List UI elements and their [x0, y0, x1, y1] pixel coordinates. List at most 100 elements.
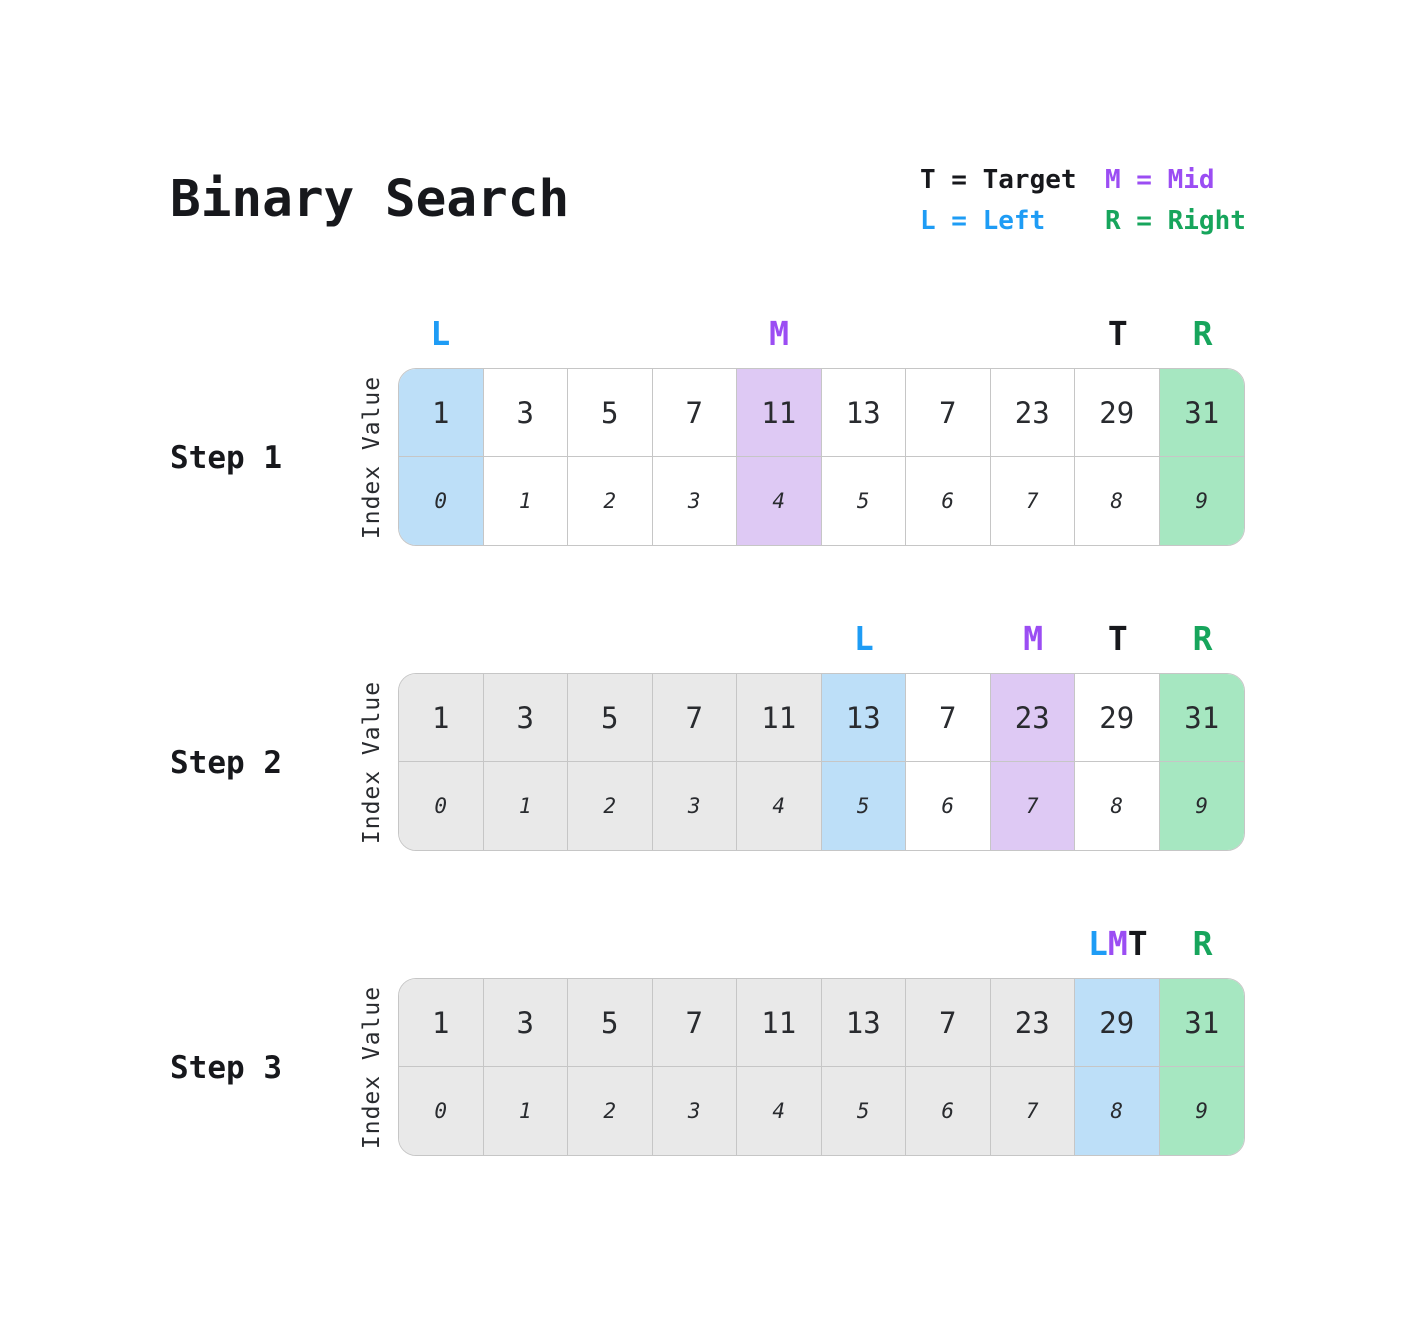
index-cell: 9 — [1195, 794, 1209, 818]
value-cell: 3 — [483, 979, 567, 1067]
value-cell: 31 — [1159, 369, 1244, 457]
value-cell: 5 — [568, 979, 652, 1067]
marker-cell-9: R — [1193, 622, 1213, 655]
array-column-9: 31 9 — [1159, 674, 1244, 850]
index-cell: 7 — [1025, 489, 1039, 513]
value-cell: 31 — [1159, 674, 1244, 762]
row-labels: Value Index — [350, 978, 394, 1156]
value-cell: 31 — [1159, 979, 1244, 1067]
value-row-label: Value — [350, 978, 394, 1067]
mid-marker: M — [1107, 924, 1128, 963]
index-cell: 9 — [1195, 489, 1209, 513]
page-title: Binary Search — [170, 170, 570, 229]
array-column-7: 23 7 — [990, 369, 1075, 545]
index-cell: 6 — [941, 489, 955, 513]
target-marker: T — [1107, 619, 1128, 658]
marker-cell-0: L — [430, 317, 450, 350]
marker-cell-9: R — [1193, 317, 1213, 350]
mid-marker: M — [769, 314, 790, 353]
right-marker: R — [1192, 314, 1213, 353]
marker-cell-8: T — [1108, 317, 1128, 350]
index-cell: 8 — [1110, 489, 1124, 513]
index-row-label: Index — [350, 457, 394, 546]
index-cell: 0 — [434, 489, 448, 513]
value-cell: 23 — [990, 674, 1074, 762]
index-row-label-text: Index — [359, 464, 385, 539]
legend-item-t: T = Target — [920, 165, 1077, 195]
value-cell: 11 — [737, 674, 821, 762]
index-cell: 3 — [687, 794, 701, 818]
value-cell: 7 — [652, 674, 736, 762]
value-cell: 5 — [568, 674, 652, 762]
index-cell: 6 — [941, 794, 955, 818]
index-row-label-text: Index — [359, 1074, 385, 1149]
step-3-label: Step 3 — [170, 1050, 282, 1086]
legend-item-l: L = Left — [920, 206, 1046, 236]
index-cell: 5 — [856, 489, 870, 513]
value-cell: 7 — [652, 369, 736, 457]
value-cell: 7 — [652, 979, 736, 1067]
marker-cell-9: R — [1193, 927, 1213, 960]
row-labels: Value Index — [350, 368, 394, 546]
index-cell: 4 — [772, 489, 786, 513]
value-row-label-text: Value — [359, 680, 385, 755]
value-cell: 29 — [1075, 674, 1159, 762]
value-cell: 29 — [1075, 369, 1159, 457]
index-cell: 9 — [1195, 1099, 1209, 1123]
marker-cell-8: T — [1108, 622, 1128, 655]
index-cell: 3 — [687, 489, 701, 513]
array-column-4: 11 4 — [737, 979, 822, 1155]
index-cell: 2 — [603, 1099, 617, 1123]
value-cell: 3 — [483, 369, 567, 457]
index-cell: 5 — [856, 794, 870, 818]
index-cell: 0 — [434, 1099, 448, 1123]
index-row-label-text: Index — [359, 769, 385, 844]
index-row-label: Index — [350, 1067, 394, 1156]
value-row-label-text: Value — [359, 375, 385, 450]
index-cell: 4 — [772, 1099, 786, 1123]
index-cell: 2 — [603, 794, 617, 818]
index-row-label: Index — [350, 762, 394, 851]
left-marker: L — [1088, 924, 1108, 963]
index-cell: 1 — [518, 794, 532, 818]
marker-cell-7: M — [1023, 622, 1043, 655]
value-row-label: Value — [350, 368, 394, 457]
index-cell: 5 — [856, 1099, 870, 1123]
value-cell: 23 — [990, 369, 1074, 457]
step-1-label: Step 1 — [170, 440, 282, 476]
marker-cell-4: M — [769, 317, 789, 350]
value-cell: 7 — [906, 979, 990, 1067]
index-cell: 3 — [687, 1099, 701, 1123]
value-cell: 7 — [906, 369, 990, 457]
left-marker: L — [430, 314, 451, 353]
value-cell: 11 — [737, 979, 821, 1067]
